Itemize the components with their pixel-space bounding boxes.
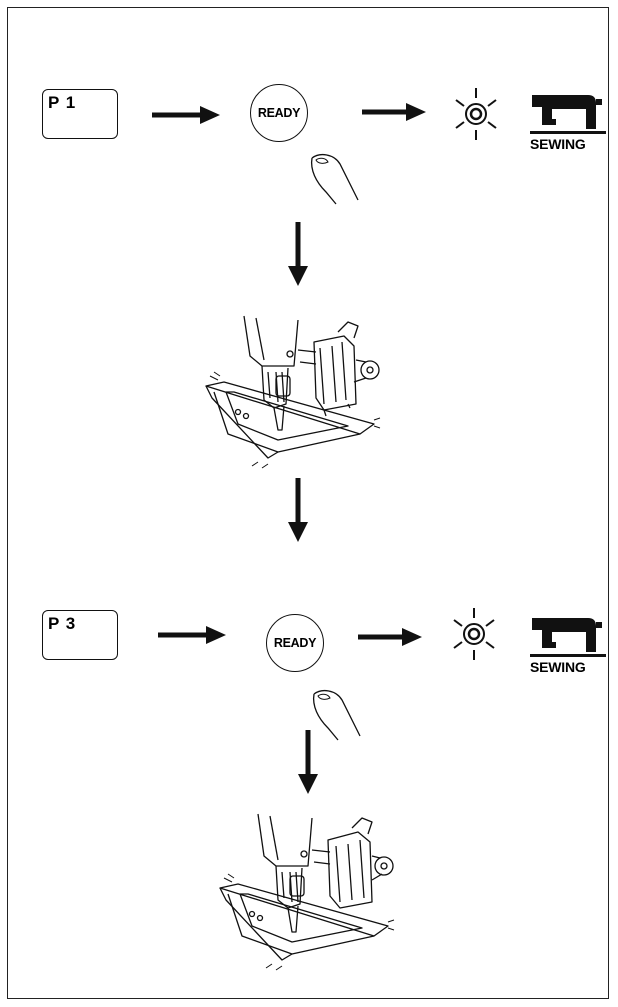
right-arrow-icon	[362, 103, 426, 121]
ready-button: READY	[250, 84, 308, 142]
sewing-machine-icon	[530, 618, 606, 657]
right-arrow-icon	[158, 626, 226, 644]
ready-button-label: READY	[273, 636, 317, 650]
finger-press-icon	[310, 153, 359, 205]
sewing-machine-icon	[530, 95, 606, 134]
down-arrow-icon	[298, 730, 318, 794]
down-arrow-icon	[288, 222, 308, 286]
display-panel-p1: P 1	[42, 89, 118, 139]
lamp-lit-icon	[455, 88, 497, 140]
ready-button-label: READY	[257, 106, 301, 120]
sewing-label: SEWING	[530, 136, 586, 152]
ready-button: READY	[266, 614, 324, 672]
display-panel-p3: P 3	[42, 610, 118, 660]
panel-label: P 3	[48, 614, 77, 633]
sewing-head-with-frame-illustration	[205, 315, 381, 469]
finger-press-icon	[312, 689, 361, 741]
lamp-lit-icon	[453, 608, 495, 660]
figure-border	[7, 7, 609, 999]
right-arrow-icon	[152, 106, 220, 124]
right-arrow-icon	[358, 628, 422, 646]
panel-label: P 1	[48, 93, 77, 112]
down-arrow-icon	[288, 478, 308, 542]
sewing-label: SEWING	[530, 659, 586, 675]
sewing-head-with-frame-illustration	[219, 813, 395, 971]
